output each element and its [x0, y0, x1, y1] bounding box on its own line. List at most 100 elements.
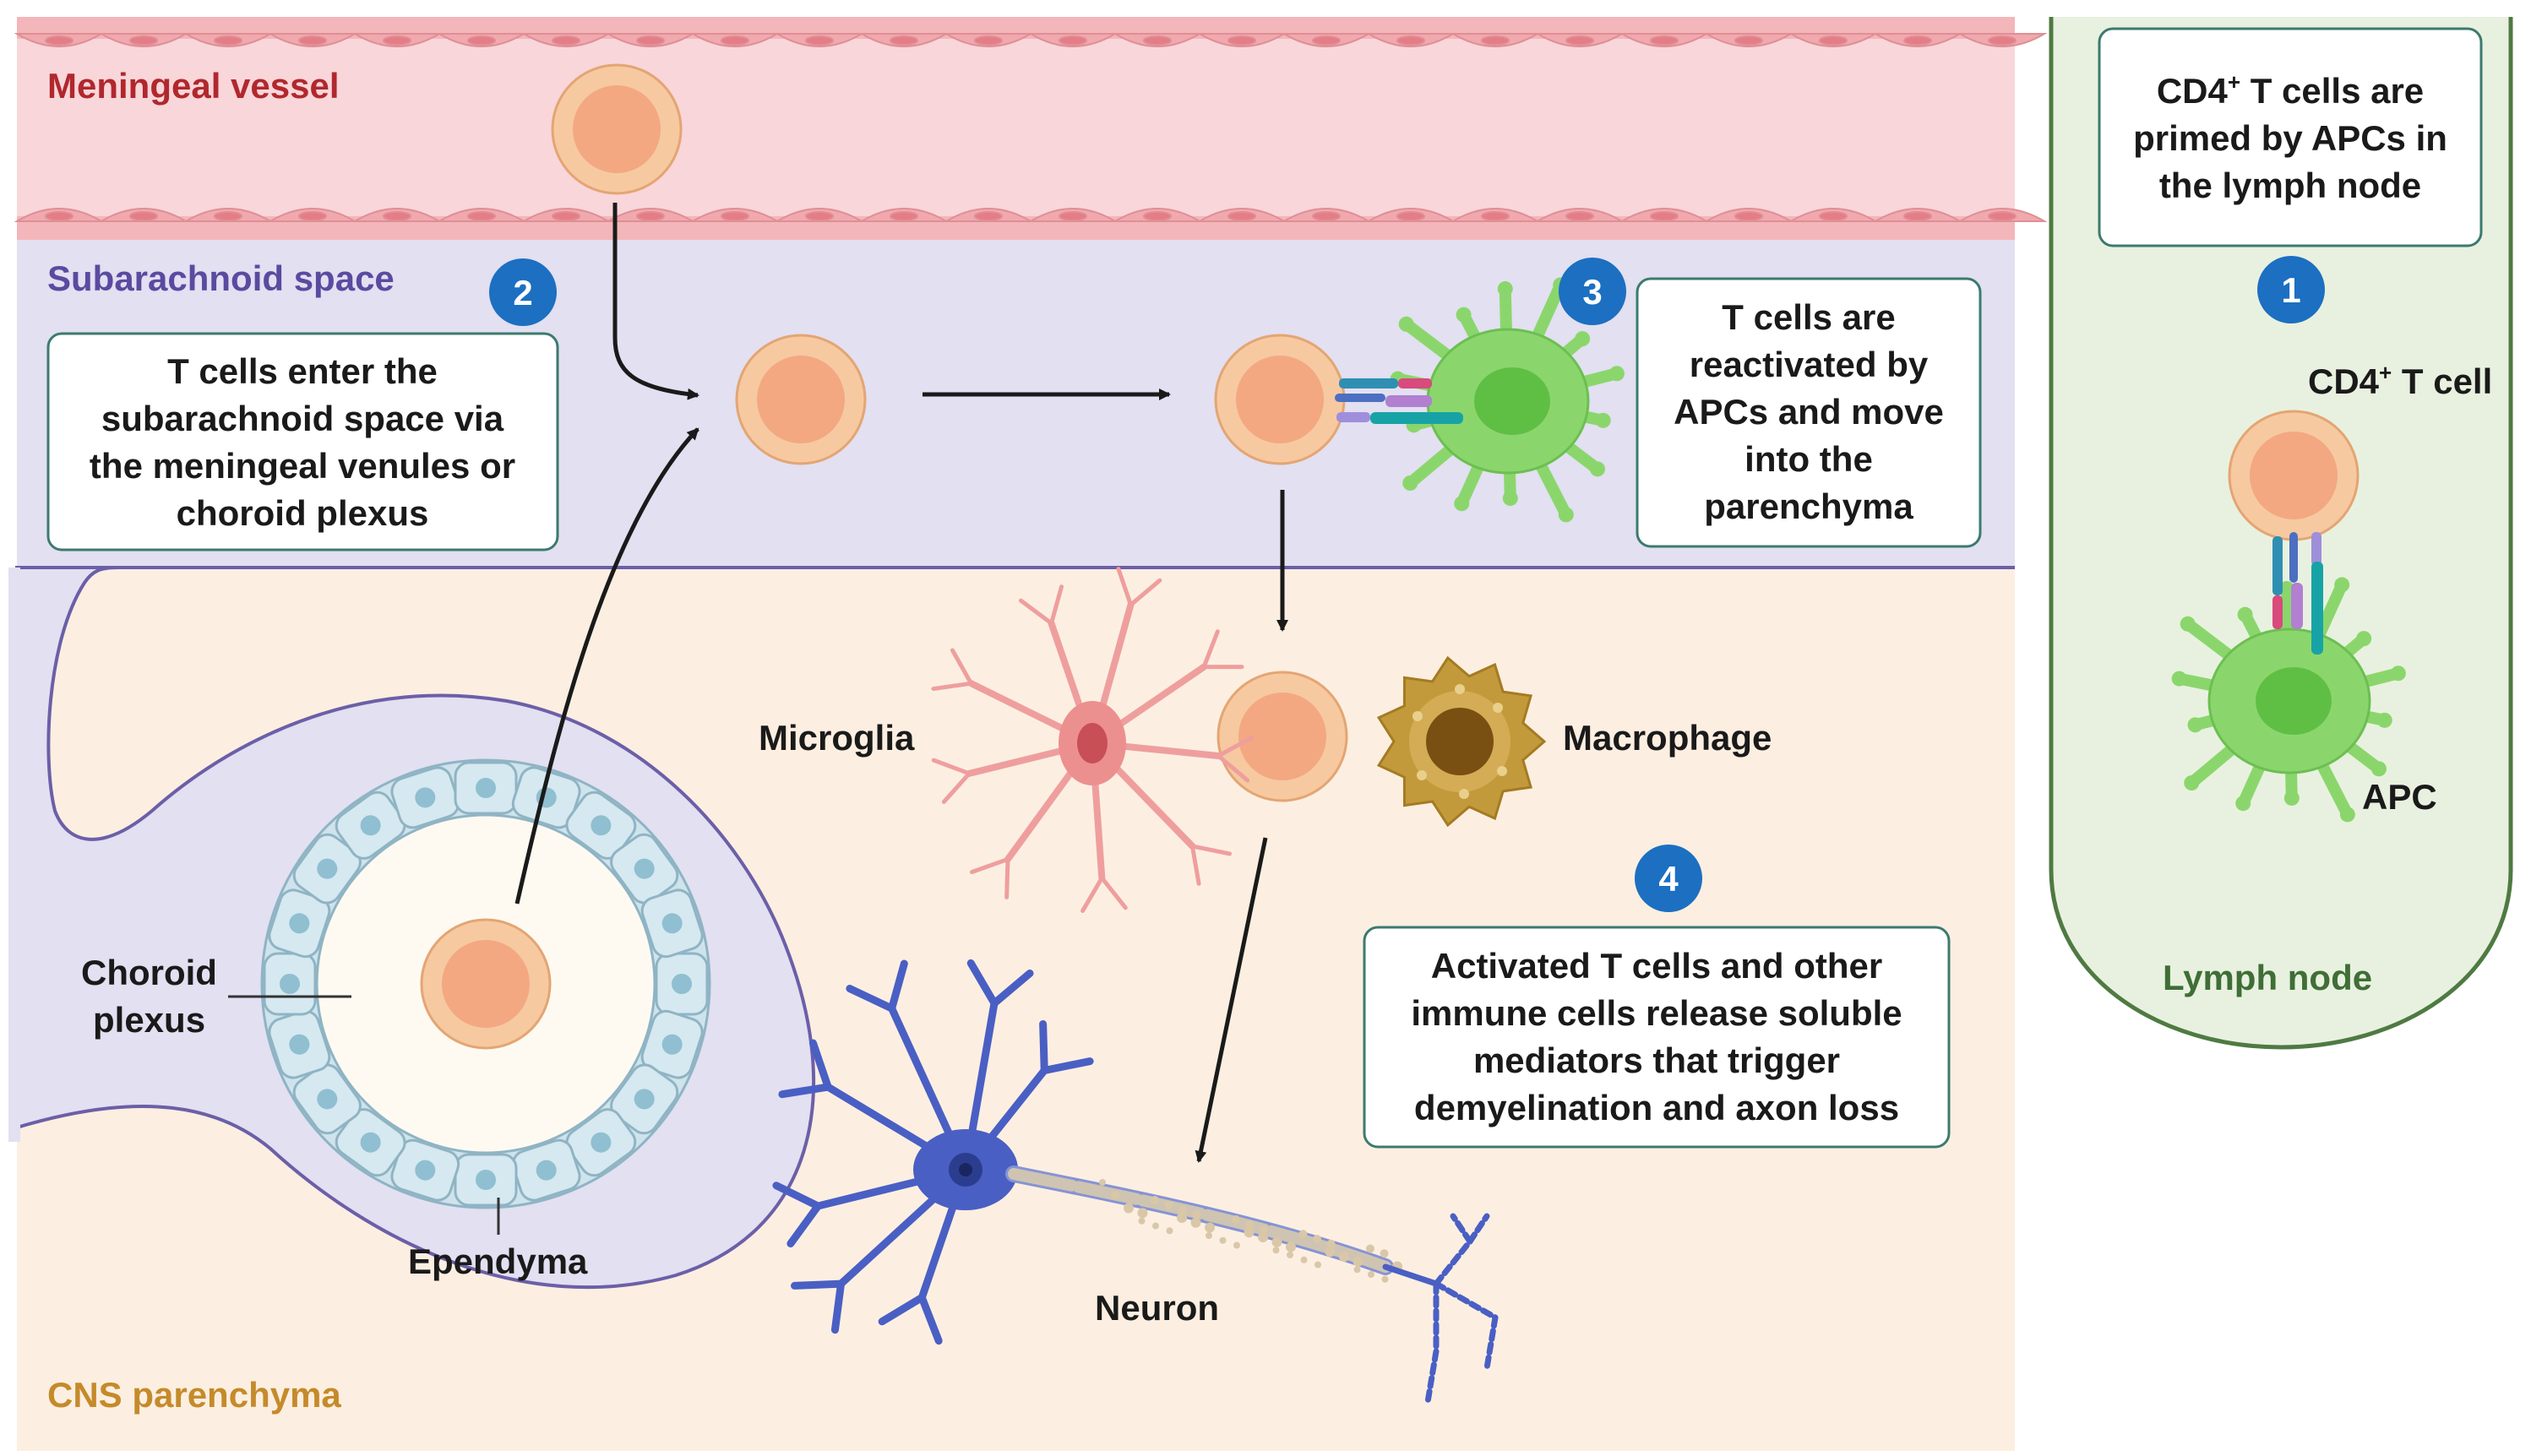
vessel-wall-bottom — [14, 208, 2048, 240]
svg-text:the meningeal venules or: the meningeal venules or — [90, 446, 515, 486]
vessel-wall-nucleus — [890, 35, 918, 46]
vessel-wall-nucleus — [1819, 211, 1848, 221]
ependyma-cell — [655, 952, 709, 1016]
microglia-label: Microglia — [759, 718, 915, 758]
apc-lymph-node — [2171, 577, 2406, 823]
ependyma-cell — [565, 790, 637, 860]
ependyma-cell — [454, 761, 518, 815]
svg-text:primed by APCs in: primed by APCs in — [2133, 118, 2447, 158]
step-2-badge: 2 — [489, 258, 557, 326]
vessel-wall-nucleus — [1481, 35, 1510, 46]
svg-text:CD4+ T cells are: CD4+ T cells are — [2157, 69, 2424, 111]
macrophage-label: Macrophage — [1563, 718, 1772, 758]
plexus-label: plexus — [93, 1000, 205, 1040]
ependyma-cell — [511, 1138, 581, 1202]
vessel-wall-nucleus — [467, 35, 496, 46]
tcr-mhc-complex-subarachnoid — [1335, 378, 1463, 424]
vessel-wall-nucleus — [721, 35, 749, 46]
step-4-badge: 4 — [1635, 845, 1702, 912]
step-1-box: CD4+ T cells are primed by APCs in the l… — [2098, 27, 2483, 247]
vessel-wall-nucleus — [1988, 35, 2017, 46]
step-2-box: T cells enter the subarachnoid space via… — [46, 332, 559, 551]
vessel-wall-nucleus — [1143, 211, 1172, 221]
step-3-box: T cells are reactivated by APCs and move… — [1636, 277, 1982, 548]
ependyma-cell — [565, 1108, 637, 1177]
svg-text:mediators that trigger: mediators that trigger — [1473, 1040, 1840, 1080]
vessel-wall-nucleus — [1059, 211, 1087, 221]
ependyma-label: Ependyma — [408, 1241, 588, 1281]
vessel-wall-nucleus — [1312, 35, 1341, 46]
vessel-wall-nucleus — [45, 211, 73, 221]
ependyma-cell — [390, 766, 460, 829]
vessel-wall-nucleus — [1312, 211, 1341, 221]
svg-text:4: 4 — [1658, 859, 1679, 899]
svg-text:1: 1 — [2281, 270, 2300, 310]
arrow-to-neuron — [1195, 837, 1268, 1163]
t-cell-choroid — [420, 918, 552, 1050]
vessel-wall-nucleus — [805, 35, 834, 46]
t-cell-reactivated — [1214, 334, 1346, 465]
svg-text:APCs and move: APCs and move — [1674, 392, 1944, 432]
ependyma-cell — [263, 952, 317, 1016]
vessel-wall-nucleus — [1650, 35, 1679, 46]
svg-text:Activated T cells and other: Activated T cells and other — [1431, 946, 1882, 986]
svg-text:parenchyma: parenchyma — [1704, 486, 1913, 526]
svg-text:demyelination and axon loss: demyelination and axon loss — [1414, 1088, 1899, 1127]
apc-label: APC — [2362, 777, 2437, 817]
ependyma-cells — [263, 761, 709, 1207]
vessel-wall-nucleus — [1481, 211, 1510, 221]
vessel-wall-nucleus — [552, 35, 580, 46]
vessel-wall-nucleus — [1227, 211, 1256, 221]
svg-text:the lymph node: the lymph node — [2159, 166, 2421, 205]
vessel-wall-nucleus — [890, 211, 918, 221]
t-cell-subarachnoid — [735, 334, 867, 465]
svg-text:T cells are: T cells are — [1722, 297, 1895, 337]
ependyma-cell — [335, 1108, 406, 1177]
t-cell-lymph-node — [2228, 410, 2360, 541]
vessel-wall-nucleus — [214, 35, 242, 46]
tcr-mhc-complex-lymph — [2272, 532, 2323, 655]
subarachnoid-space-label: Subarachnoid space — [47, 258, 395, 298]
vessel-wall-nucleus — [1396, 211, 1425, 221]
arrow-choroid-to-subarachnoid — [514, 427, 699, 905]
vessel-wall-nucleus — [1227, 35, 1256, 46]
svg-text:3: 3 — [1582, 272, 1602, 312]
svg-text:choroid plexus: choroid plexus — [177, 493, 429, 533]
meningeal-vessel-label: Meningeal vessel — [47, 66, 340, 106]
svg-text:subarachnoid space via: subarachnoid space via — [101, 399, 504, 438]
vessel-wall-top — [14, 17, 2048, 47]
vessel-wall-nucleus — [1903, 35, 1932, 46]
vessel-wall-nucleus — [383, 211, 411, 221]
ependyma-cell — [640, 1009, 704, 1079]
ependyma-cell — [292, 1063, 362, 1135]
vessel-wall-nucleus — [721, 211, 749, 221]
neuron-cell — [772, 959, 1499, 1405]
vessel-wall-nucleus — [1565, 35, 1594, 46]
vessel-wall-nucleus — [1988, 211, 2017, 221]
vessel-wall-nucleus — [805, 211, 834, 221]
vessel-wall-nucleus — [1819, 35, 1848, 46]
vessel-wall-nucleus — [1903, 211, 1932, 221]
svg-text:2: 2 — [513, 273, 532, 312]
ependyma-cell — [454, 1153, 518, 1207]
svg-text:reactivated by: reactivated by — [1690, 345, 1929, 384]
vessel-wall-nucleus — [1143, 35, 1172, 46]
svg-text:into the: into the — [1744, 439, 1873, 479]
step-4-box: Activated T cells and other immune cells… — [1363, 926, 1951, 1149]
step-3-badge: 3 — [1559, 258, 1626, 325]
cd4-t-cell-label: CD4+ T cell — [2308, 360, 2492, 401]
vessel-wall-nucleus — [974, 211, 1003, 221]
vessel-wall-nucleus — [552, 211, 580, 221]
vessel-wall-nucleus — [129, 35, 158, 46]
vessel-wall-nucleus — [1565, 211, 1594, 221]
ependyma-cell — [640, 888, 704, 959]
ependyma-cell — [292, 833, 362, 905]
step-1-badge: 1 — [2257, 256, 2325, 323]
vessel-wall-nucleus — [1734, 211, 1763, 221]
vessel-wall-nucleus — [974, 35, 1003, 46]
t-cell-parenchyma — [1217, 671, 1348, 802]
vessel-wall-nucleus — [1650, 211, 1679, 221]
svg-text:immune cells release soluble: immune cells release soluble — [1411, 993, 1902, 1033]
meningeal-vessel-region — [17, 17, 2015, 238]
